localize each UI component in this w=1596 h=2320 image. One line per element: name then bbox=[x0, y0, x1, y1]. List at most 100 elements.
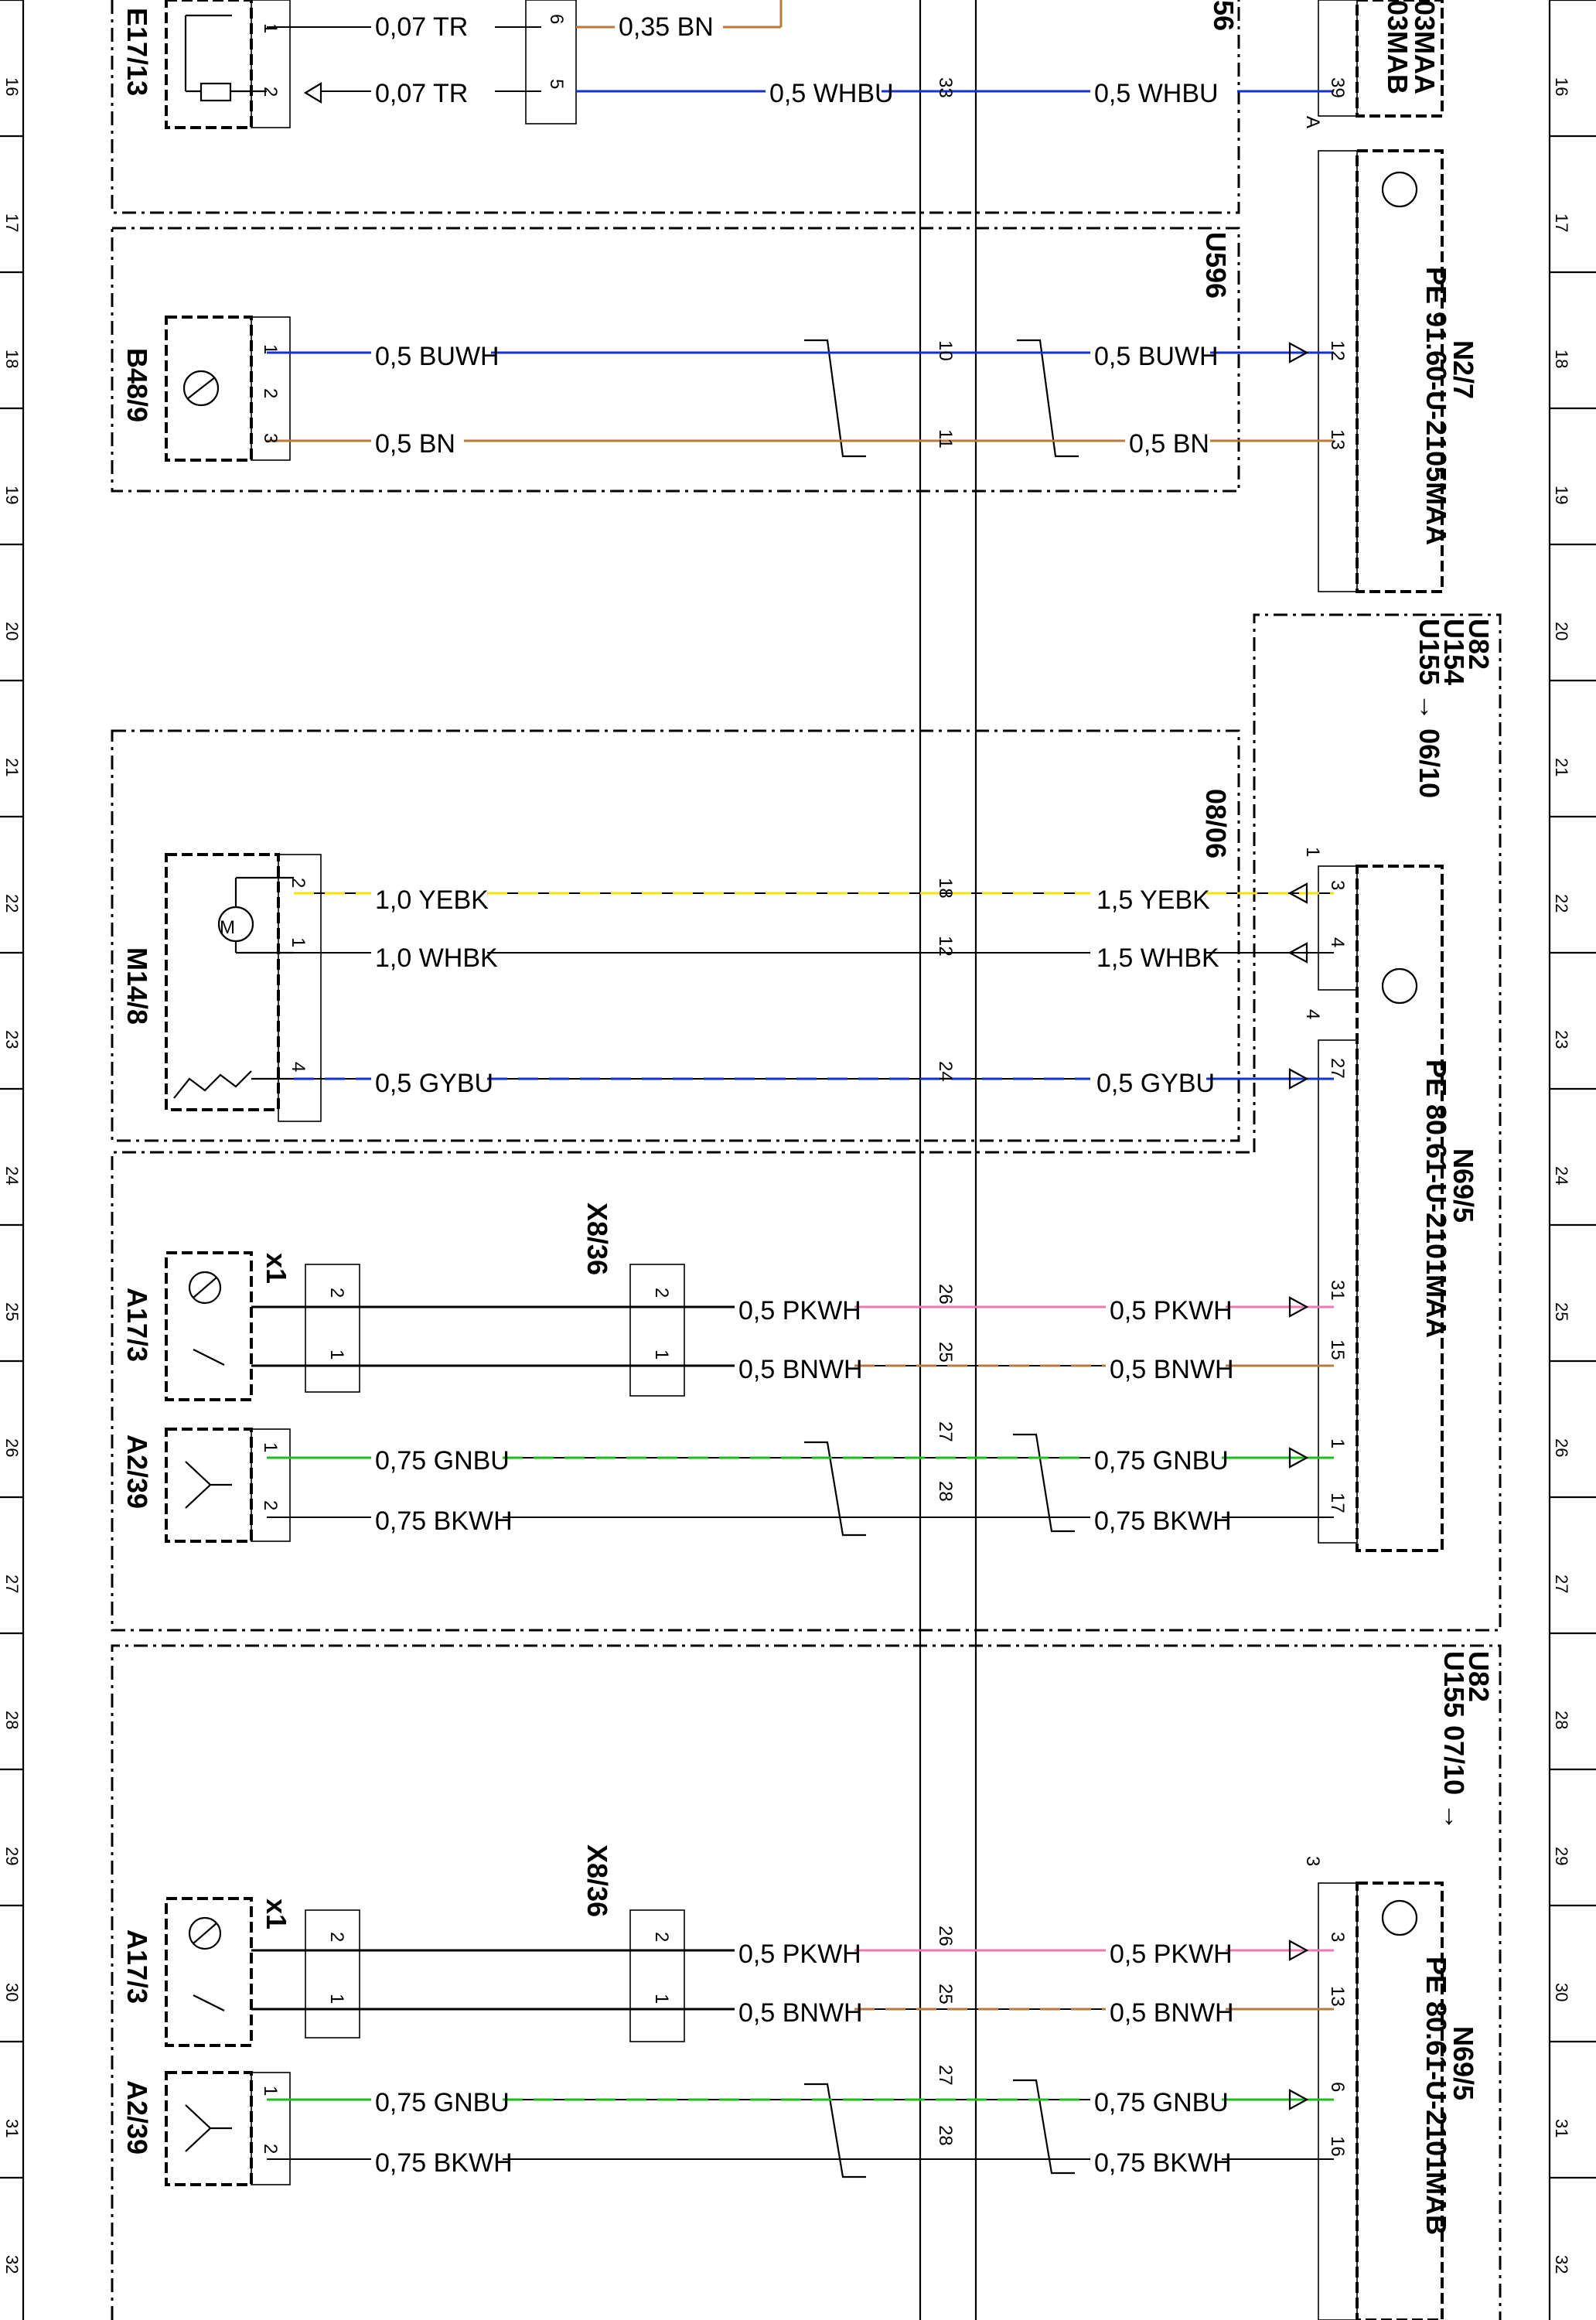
row-number: 18 bbox=[2, 350, 22, 368]
component-label-a17-3-b: A17/3 bbox=[121, 1929, 153, 2004]
label-u155-a: U155 → 06/10 bbox=[1414, 619, 1445, 798]
a2-39-b-connector bbox=[251, 2072, 291, 2185]
pin-number: 3 bbox=[1327, 1932, 1348, 1942]
pin-number: 11 bbox=[935, 429, 956, 449]
arrow-right-icon bbox=[1288, 1940, 1309, 1961]
pin-number: 27 bbox=[935, 1421, 956, 1442]
wire-label: 0,5 PKWH bbox=[738, 1940, 861, 1969]
pin-number: 1 bbox=[1327, 1438, 1348, 1448]
row-number: 32 bbox=[2, 2255, 22, 2274]
row-number: 20 bbox=[2, 622, 22, 640]
row-number: 26 bbox=[1552, 1438, 1571, 1457]
pin-number: 1 bbox=[651, 1349, 672, 1360]
a2-39-a-connector bbox=[251, 1428, 291, 1542]
mark-1: 1 bbox=[1302, 847, 1323, 857]
pin-number: 1 bbox=[260, 344, 281, 354]
n69-5-b-connector bbox=[1318, 1882, 1358, 2320]
n69-5-b-body bbox=[1356, 1882, 1444, 2320]
row-number: 18 bbox=[1552, 350, 1571, 368]
ground-arrow-icon bbox=[303, 82, 322, 104]
row-number: 25 bbox=[2, 1302, 22, 1321]
pin-number: 2 bbox=[651, 1932, 672, 1942]
pin-number: 13 bbox=[1327, 1986, 1348, 2007]
break-4 bbox=[1013, 1433, 1075, 1533]
arrow-right-icon bbox=[1288, 342, 1309, 363]
pin-number: 16 bbox=[1327, 2136, 1348, 2157]
component-label-a17-3: A17/3 bbox=[121, 1288, 153, 1362]
arrow-right-icon bbox=[1288, 1447, 1309, 1469]
b48-9-sensor-icon bbox=[182, 370, 220, 407]
component-label-m14-8: M14/8 bbox=[121, 947, 153, 1025]
label-n69-5-a-pe: PE 80.61-U-2101MAA bbox=[1420, 1059, 1452, 1338]
pin-number: 2 bbox=[651, 1288, 672, 1298]
label-n69-5-a: N69/5 bbox=[1448, 1148, 1479, 1223]
row-number: 24 bbox=[1552, 1166, 1571, 1185]
label-03mab: 03MAB bbox=[1382, 0, 1414, 94]
b48-9-connector bbox=[251, 316, 291, 461]
pin-number: 2 bbox=[326, 1288, 347, 1298]
wire-label: 0,75 GNBU bbox=[375, 2088, 510, 2117]
row-number: 22 bbox=[1552, 894, 1571, 913]
m14-8-body bbox=[165, 853, 280, 1111]
row-number: 17 bbox=[2, 213, 22, 232]
box-u82-a bbox=[111, 613, 1502, 1632]
pin-number: 13 bbox=[1327, 429, 1348, 450]
pin-number: 15 bbox=[1327, 1339, 1348, 1360]
row-number: 28 bbox=[2, 1711, 22, 1729]
box-u82-b bbox=[111, 1644, 1502, 2320]
e17-13-connector bbox=[251, 0, 291, 128]
pin-number: 24 bbox=[935, 1061, 956, 1082]
pin-number: 1 bbox=[651, 1994, 672, 2004]
component-label-a2-39-b: A2/39 bbox=[121, 2080, 153, 2155]
n69-5-a-body bbox=[1356, 865, 1444, 1552]
wire-label: 0,5 PKWH bbox=[1110, 1940, 1233, 1969]
a17-3-a-sensor-slash bbox=[193, 1277, 217, 1298]
wire-label: 0,5 BNWH bbox=[1110, 1355, 1234, 1384]
pin-number: 2 bbox=[326, 1932, 347, 1942]
pin-number: 12 bbox=[935, 936, 956, 957]
pin-number: 4 bbox=[288, 1062, 309, 1072]
a17-3-b-sensor-slash bbox=[193, 1923, 217, 1944]
label-n69-5-b: N69/5 bbox=[1448, 2026, 1479, 2100]
row-number: 26 bbox=[2, 1438, 22, 1457]
pin-number: 2 bbox=[260, 388, 281, 398]
m14-8-connector bbox=[278, 854, 322, 1122]
row-number: 28 bbox=[1552, 1711, 1571, 1729]
wire-label: 0,5 BN bbox=[1129, 429, 1209, 459]
pin-number: 17 bbox=[1327, 1493, 1348, 1513]
pin-number: 26 bbox=[935, 1926, 956, 1946]
row-number: 24 bbox=[2, 1166, 22, 1185]
row-number: 31 bbox=[1552, 2119, 1571, 2137]
row-number: 19 bbox=[1552, 486, 1571, 504]
pin-number: 2 bbox=[260, 87, 281, 97]
pin-number: 26 bbox=[935, 1284, 956, 1305]
row-number: 17 bbox=[1552, 213, 1571, 232]
pin-number: 5 bbox=[546, 79, 567, 89]
label-u82-a: U82 bbox=[1463, 619, 1495, 670]
pin-number: 25 bbox=[935, 1342, 956, 1363]
n2-7-connector bbox=[1318, 150, 1358, 592]
e17-13-body bbox=[165, 0, 253, 129]
arrow-left-icon bbox=[1287, 942, 1308, 964]
pin-number: 6 bbox=[1327, 2082, 1348, 2092]
label-u155-b: U155 07/10 → bbox=[1438, 1651, 1470, 1830]
row-number: 29 bbox=[2, 1847, 22, 1865]
pin-number: 1 bbox=[260, 1442, 281, 1452]
row-number: 19 bbox=[2, 486, 22, 504]
row-number: 21 bbox=[2, 758, 22, 776]
wires bbox=[251, 0, 1334, 2160]
pin-number: 1 bbox=[260, 2086, 281, 2096]
wire-label: 0,75 GNBU bbox=[1094, 1446, 1229, 1476]
x-connector-top bbox=[525, 0, 577, 125]
break-3 bbox=[804, 1441, 866, 1537]
component-label-x8-36-b: X8/36 bbox=[581, 1844, 613, 1917]
row-number: 23 bbox=[1552, 1030, 1571, 1049]
a17-3-b-sensor-icon bbox=[188, 1916, 222, 1950]
pin-number: 18 bbox=[935, 878, 956, 899]
row-number: 21 bbox=[1552, 758, 1571, 776]
row-number: 30 bbox=[2, 1983, 22, 2001]
break-6 bbox=[1013, 2079, 1075, 2175]
a17-3-b-body bbox=[165, 1897, 253, 2047]
pin-numbers: 1 2 6 5 33 39 1 2 3 10 11 12 13 2 1 4 18… bbox=[260, 14, 1348, 2157]
component-label-a2-39: A2/39 bbox=[121, 1435, 153, 1509]
